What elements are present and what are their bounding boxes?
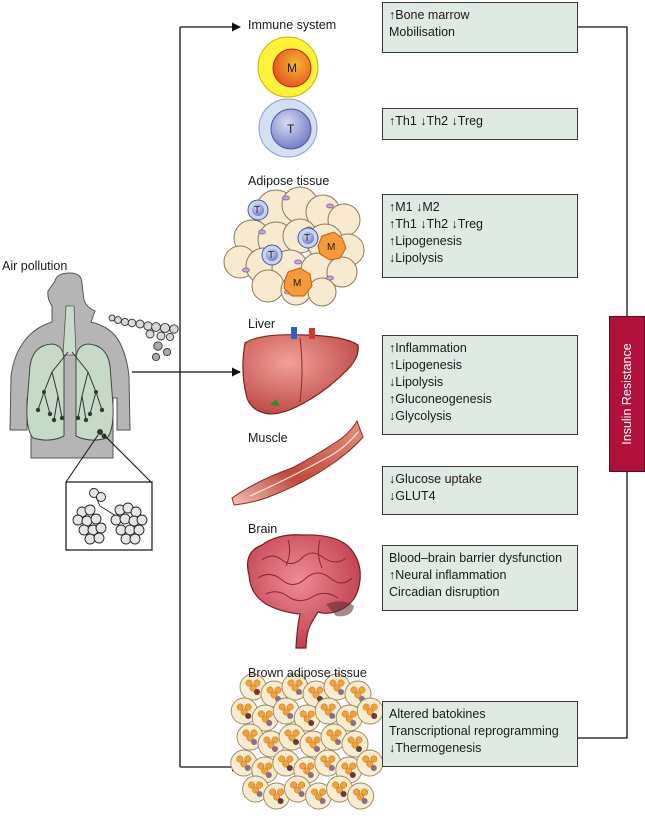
effect-line: ↑Inflammation <box>389 341 467 355</box>
organ-label-adipose: Adipose tissue <box>248 174 330 188</box>
effect-line: ↓Glycolysis <box>389 409 452 423</box>
insulin-resistance-bar: Insulin Resistance <box>609 316 645 472</box>
insulin-resistance-label: Insulin Resistance <box>620 343 634 445</box>
effect-line: ↓GLUT4 <box>389 489 436 503</box>
effect-line: ↑Th1 ↓Th2 ↓Treg <box>389 114 484 128</box>
adipose-macrophages <box>283 231 347 297</box>
effect-line: Circadian disruption <box>389 585 500 599</box>
effect-line: ↓Lipolysis <box>389 375 444 389</box>
liver-illustration <box>242 327 359 415</box>
effect-line: Transcriptional reprogramming <box>389 724 559 738</box>
bronchi <box>37 351 103 421</box>
alveoli-clusters <box>72 487 148 545</box>
body-silhouette <box>9 272 131 459</box>
organ-label-bat: Brown adipose tissue <box>248 666 367 680</box>
t-cell-illustration <box>258 98 318 158</box>
effect-box-muscle: ↓Glucose uptake ↓GLUT4 <box>382 466 578 515</box>
organ-label-immune: Immune system <box>248 18 337 32</box>
effect-line: ↑M1 ↓M2 <box>389 200 440 214</box>
macrophage-cell-illustration <box>257 36 319 98</box>
effect-box-adipose: ↑M1 ↓M2 ↑Th1 ↓Th2 ↓Treg ↑Lipogenesis ↓Lipol… <box>382 194 578 278</box>
human-body-illustration <box>9 272 179 551</box>
adipose-t-letter-3: T <box>304 233 311 244</box>
bronchi-leaves <box>35 390 107 439</box>
effect-line: ↑Bone marrow <box>389 8 470 22</box>
effect-box-immune-2: ↑Th1 ↓Th2 ↓Treg <box>382 108 578 140</box>
brain-illustration <box>246 534 361 649</box>
adipose-t-cells <box>247 199 319 266</box>
adipose-t-letter-2: T <box>268 250 275 261</box>
organ-label-brain: Brain <box>248 522 278 536</box>
organ-label-muscle: Muscle <box>248 431 288 445</box>
adipose-m-letter-2: M <box>293 278 302 289</box>
adipose-m-letter-1: M <box>327 242 336 253</box>
effect-line: ↓Lipolysis <box>389 251 444 265</box>
effect-line: ↑Gluconeogenesis <box>389 392 492 406</box>
muscle-illustration <box>231 419 364 506</box>
brown-adipose-illustration <box>230 673 384 810</box>
t-cell-letter: T <box>287 122 295 136</box>
effect-line: ↑Th1 ↓Th2 ↓Treg <box>389 217 484 231</box>
zoom-line-left <box>65 434 99 483</box>
effect-line: ↑Lipogenesis <box>389 234 462 248</box>
effect-line: Blood–brain barrier dysfunction <box>389 551 563 565</box>
organ-label-liver: Liver <box>248 317 276 331</box>
effect-line: ↓Glucose uptake <box>389 472 483 486</box>
effect-line: Mobilisation <box>389 25 456 39</box>
effect-box-brain: Blood–brain barrier dysfunction ↑Neural i… <box>382 545 578 611</box>
effect-line: ↓Thermogenesis <box>389 741 482 755</box>
air-pollution-label: Air pollution <box>2 259 68 273</box>
effect-line: ↑Neural inflammation <box>389 568 507 582</box>
zoom-line-right <box>103 434 152 483</box>
effect-box-liver: ↑Inflammation ↑Lipogenesis ↓Lipolysis ↑Gluc… <box>382 335 578 435</box>
pollution-particles <box>108 314 179 362</box>
effect-line: ↑Lipogenesis <box>389 358 462 372</box>
adipose-t-letter-1: T <box>254 205 261 216</box>
effect-line: Altered batokines <box>389 707 486 721</box>
macrophage-letter: M <box>287 61 297 75</box>
